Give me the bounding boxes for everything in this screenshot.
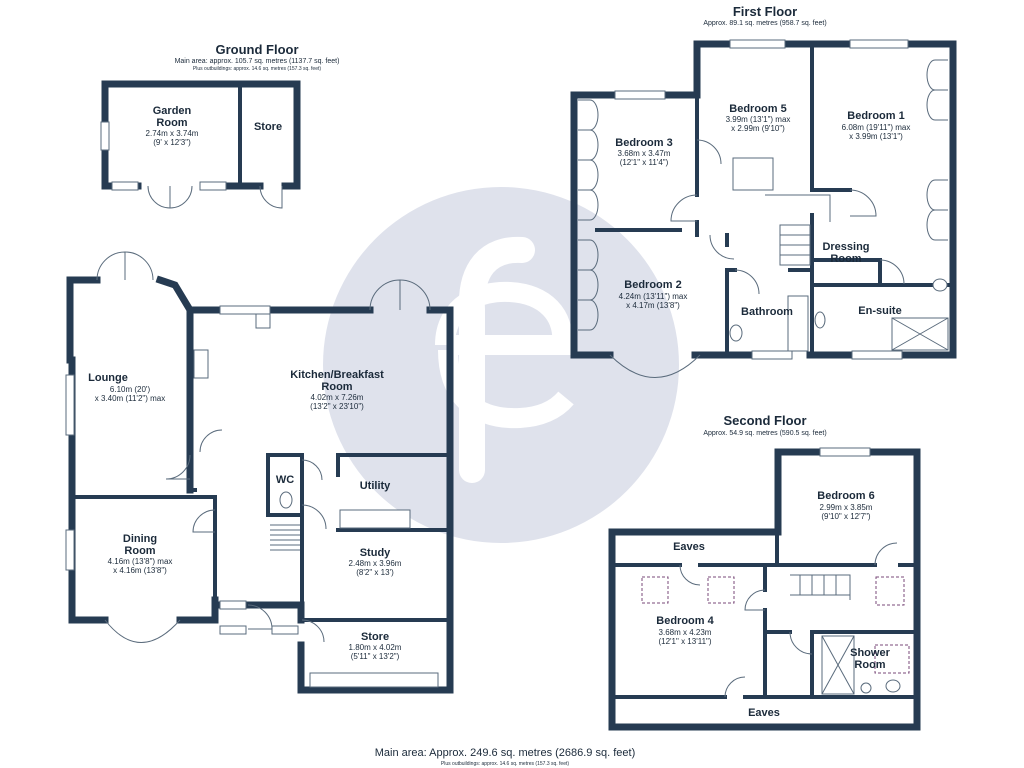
first-floor-walls <box>570 40 957 359</box>
second-floor-walls <box>608 448 921 731</box>
bedroom-5-dim-2: x 2.99m (9'10") <box>731 124 785 133</box>
garden-room-dim-1: 2.74m x 3.74m <box>146 129 199 138</box>
eaves-top-label: Eaves <box>673 541 705 553</box>
outbuilding-store-label: Store <box>254 121 282 133</box>
store-dim-1: 1.80m x 4.02m <box>349 643 402 652</box>
study-dim-2: (8'2" x 13') <box>356 568 394 577</box>
first-floor-fixtures <box>578 39 949 378</box>
garden-room-label-2: Room <box>156 117 187 129</box>
first-floor: First Floor Approx. 89.1 sq. metres (958… <box>570 4 957 378</box>
bedroom-3-label: Bedroom 3 <box>615 137 672 149</box>
ground-floor-title: Ground Floor <box>215 42 298 57</box>
dining-room-dim-2: x 4.16m (13'8") <box>113 566 167 575</box>
kitchen-dim-2: (13'2" x 23'10") <box>310 402 364 411</box>
ground-floor-fixtures <box>65 251 439 688</box>
shower-room-label-2: Room <box>854 659 885 671</box>
second-floor: Second Floor Approx. 54.9 sq. metres (59… <box>608 413 921 731</box>
bedroom-4-dim-1: 3.68m x 4.23m <box>659 628 712 637</box>
bedroom-4-label: Bedroom 4 <box>656 615 714 627</box>
total-main-area: Main area: Approx. 249.6 sq. metres (268… <box>375 747 635 759</box>
study-dim-1: 2.48m x 3.96m <box>349 559 402 568</box>
eaves-bottom-label: Eaves <box>748 707 780 719</box>
dressing-room-label-2: Room <box>830 253 861 265</box>
kitchen-dim-1: 4.02m x 7.26m <box>311 393 364 402</box>
total-outbuildings: Plus outbuildings: approx. 14.6 sq. metr… <box>441 761 569 767</box>
first-floor-area: Approx. 89.1 sq. metres (958.7 sq. feet) <box>703 20 826 27</box>
store-label: Store <box>361 631 389 643</box>
ground-floor-main-area: Main area: approx. 105.7 sq. metres (113… <box>175 58 340 65</box>
shower-room-label-1: Shower <box>850 647 890 659</box>
second-floor-area: Approx. 54.9 sq. metres (590.5 sq. feet) <box>703 430 826 437</box>
bedroom-6-dim-2: (9'10" x 12'7") <box>821 512 871 521</box>
ground-floor-outbuildings: Plus outbuildings: approx. 14.6 sq. metr… <box>193 66 321 72</box>
dining-room-label-1: Dining <box>123 533 157 545</box>
bedroom-4-dim-2: (12'1" x 13'11") <box>658 637 711 646</box>
bedroom-2-dim-1: 4.24m (13'11") max <box>619 292 688 301</box>
study-label: Study <box>360 547 391 559</box>
ground-floor: Ground Floor Main area: approx. 105.7 sq… <box>65 42 454 694</box>
garden-room-dim-2: (9' x 12'3") <box>153 138 191 147</box>
dining-room-label-2: Room <box>124 545 155 557</box>
bedroom-1-dim-1: 6.08m (19'11") max <box>842 123 911 132</box>
second-floor-title: Second Floor <box>723 413 806 428</box>
bedroom-1-label: Bedroom 1 <box>847 110 904 122</box>
bedroom-6-label: Bedroom 6 <box>817 490 874 502</box>
store-dim-2: (5'11" x 13'2") <box>351 652 400 661</box>
bedroom-2-dim-2: x 4.17m (13'8") <box>626 301 680 310</box>
kitchen-label-1: Kitchen/Breakfast <box>290 369 384 381</box>
bathroom-label: Bathroom <box>741 306 793 318</box>
bedroom-6-dim-1: 2.99m x 3.85m <box>820 503 873 512</box>
utility-label: Utility <box>360 480 391 492</box>
bedroom-5-dim-1: 3.99m (13'1") max <box>726 115 791 124</box>
lounge-label: Lounge <box>88 372 128 384</box>
first-floor-title: First Floor <box>733 4 797 19</box>
dressing-room-label-1: Dressing <box>822 241 869 253</box>
bedroom-3-dim-1: 3.68m x 3.47m <box>618 149 671 158</box>
wc-label: WC <box>276 474 294 486</box>
bedroom-2-label: Bedroom 2 <box>624 279 681 291</box>
lounge-dim-2: x 3.40m (11'2") max <box>95 394 165 403</box>
second-floor-fixtures <box>641 447 910 698</box>
garden-room-label-1: Garden <box>153 105 192 117</box>
bedroom-5-label: Bedroom 5 <box>729 103 786 115</box>
dining-room-dim-1: 4.16m (13'8") max <box>108 557 173 566</box>
bedroom-1-dim-2: x 3.99m (13'1") <box>849 132 903 141</box>
lounge-dim-1: 6.10m (20') <box>110 385 151 394</box>
en-suite-label: En-suite <box>858 305 901 317</box>
kitchen-label-2: Room <box>321 381 352 393</box>
outbuilding <box>100 80 301 209</box>
bedroom-3-dim-2: (12'1" x 11'4") <box>620 158 669 167</box>
